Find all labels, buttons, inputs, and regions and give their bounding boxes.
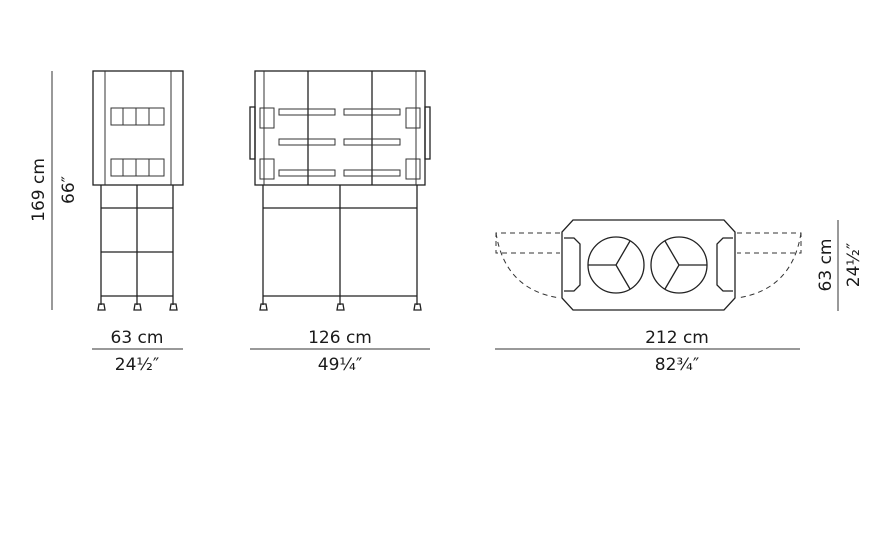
front-shelves (249, 106, 431, 180)
front-stand (259, 185, 422, 311)
right-handle (716, 237, 733, 292)
side-view: 169 cm 66″ 63 cm 24½″ (29, 70, 184, 375)
top-round-trays (587, 236, 708, 294)
front-view: 126 cm 49¼″ (249, 70, 431, 375)
top-cabinet-outline (561, 219, 736, 311)
front-width-cm-label: 126 cm (308, 328, 372, 348)
side-stand (97, 185, 178, 311)
top-depth-cm-label: 63 cm (816, 239, 836, 292)
left-handle (564, 237, 581, 292)
top-width-cm-label: 212 cm (645, 328, 709, 348)
height-in-label: 66″ (59, 176, 79, 204)
side-width-cm-label: 63 cm (111, 328, 164, 348)
door-swing-right (736, 232, 802, 299)
side-cabinet-body (92, 70, 184, 186)
top-depth-in-label: 24½″ (844, 243, 864, 287)
door-swing-left (495, 232, 561, 299)
front-cabinet-body (254, 70, 426, 186)
top-view: 63 cm 24½″ 212 cm 82¾″ (495, 219, 864, 375)
side-shelves (110, 107, 165, 177)
front-width-in-label: 49¼″ (318, 355, 362, 375)
height-cm-label: 169 cm (29, 158, 49, 222)
top-width-in-label: 82¾″ (655, 355, 699, 375)
side-width-in-label: 24½″ (115, 355, 159, 375)
